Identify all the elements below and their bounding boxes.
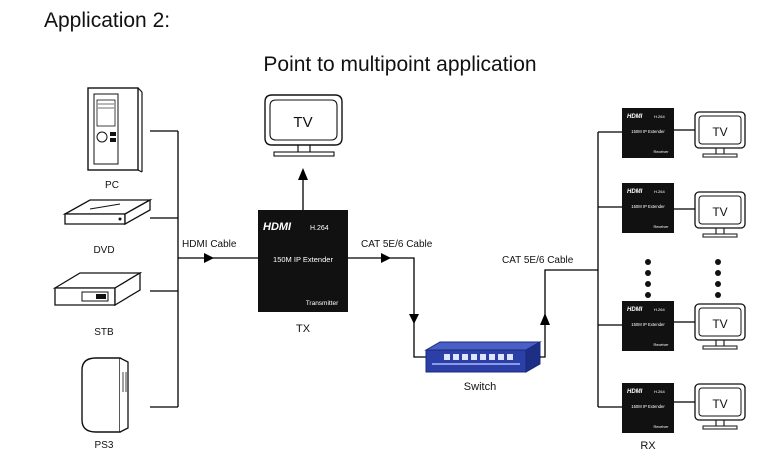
tx-role: Transmitter — [306, 300, 339, 307]
receiver-4: HDMI H.264 150M IP Extender Receiver — [622, 383, 674, 433]
cat-cable-label-rx: CAT 5E/6 Cable — [502, 255, 574, 266]
rx-tv-icon-4 — [694, 383, 746, 430]
rx-caption: RX — [640, 440, 656, 452]
tx-product-name: 150M IP Extender — [273, 255, 333, 264]
rx-tv-icon-1 — [694, 111, 746, 158]
rx-tv-label-2: TV — [712, 205, 727, 219]
cat-tx-arrow-icon-1 — [381, 253, 391, 263]
rx-role: Receiver — [654, 343, 670, 347]
rx-product-name: 150M IP Extender — [631, 204, 665, 209]
receiver-3: HDMI H.264 150M IP Extender Receiver — [622, 301, 674, 351]
pc-icon — [87, 87, 143, 173]
rx-codec: H.264 — [654, 114, 665, 119]
rx-tv-label-1: TV — [712, 125, 727, 139]
cat-cable-label-tx: CAT 5E/6 Cable — [361, 239, 433, 250]
tv-label: TV — [293, 114, 312, 131]
rx-product-name: 150M IP Extender — [631, 129, 665, 134]
source-label-ps3: PS3 — [95, 440, 114, 451]
rx-tv-icon-2 — [694, 191, 746, 238]
hdmi-bus-lines — [150, 130, 258, 408]
rx-tv-label-3: TV — [712, 317, 727, 331]
cat-tx-arrow-icon-2 — [409, 314, 419, 324]
transmitter-device: HDMI H.264 150M IP Extender Transmitter — [258, 210, 348, 312]
rx-tv-label-4: TV — [712, 397, 727, 411]
ellipsis-dots-receivers — [645, 259, 651, 298]
tx-brand-logo: HDMI — [263, 221, 292, 233]
tx-to-switch-line — [348, 257, 426, 358]
network-switch-icon — [424, 341, 542, 373]
rx-product-name: 150M IP Extender — [631, 322, 665, 327]
receiver-1: HDMI H.264 150M IP Extender Receiver — [622, 108, 674, 158]
switch-to-rx-line — [540, 269, 598, 358]
switch-caption: Switch — [464, 381, 496, 393]
rx-codec: H.264 — [654, 389, 665, 394]
tx-to-tv-arrow-icon — [298, 168, 308, 180]
dvd-icon — [62, 198, 153, 226]
rx-brand-logo: HDMI — [627, 114, 643, 120]
hdmi-arrow-icon — [204, 253, 214, 263]
source-label-pc: PC — [105, 180, 119, 191]
rx-brand-logo: HDMI — [627, 307, 643, 313]
diagram-title: Point to multipoint application — [263, 53, 536, 76]
rx-tv-icon-3 — [694, 303, 746, 350]
tx-caption: TX — [296, 323, 311, 335]
hdmi-cable-label: HDMI Cable — [182, 239, 237, 250]
ellipsis-dots-tvs — [715, 259, 721, 298]
rx-role: Receiver — [654, 425, 670, 429]
rx-role: Receiver — [654, 225, 670, 229]
rx-bus-lines — [597, 131, 622, 408]
cat-rx-arrow-icon — [540, 313, 550, 325]
source-label-stb: STB — [94, 327, 114, 338]
rx-brand-logo: HDMI — [627, 389, 643, 395]
rx-product-name: 150M IP Extender — [631, 404, 665, 409]
rx-to-tv-lines — [674, 129, 695, 403]
tv-icon — [264, 94, 343, 157]
rx-role: Receiver — [654, 150, 670, 154]
rx-brand-logo: HDMI — [627, 189, 643, 195]
source-label-dvd: DVD — [93, 245, 114, 256]
page-heading: Application 2: — [44, 9, 170, 32]
ps3-icon — [81, 357, 129, 433]
rx-codec: H.264 — [654, 307, 665, 312]
stb-icon — [52, 271, 143, 307]
rx-codec: H.264 — [654, 189, 665, 194]
tx-codec: H.264 — [310, 225, 329, 232]
receiver-2: HDMI H.264 150M IP Extender Receiver — [622, 183, 674, 233]
